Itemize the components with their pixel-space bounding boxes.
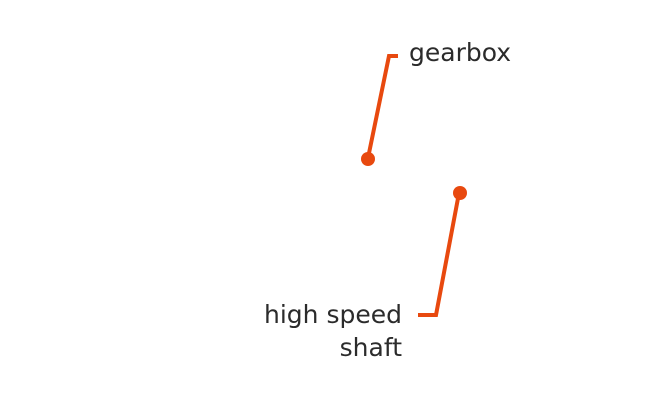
gearbox-anchor-dot [361, 152, 375, 166]
gearbox-label: gearbox [409, 38, 512, 67]
high-speed-shaft-label-line1: high speed [264, 300, 402, 329]
shaft-anchor-dot [453, 186, 467, 200]
shaft-leader-line [418, 192, 461, 317]
high-speed-shaft-label-line2: shaft [339, 333, 402, 362]
high-speed-shaft-label: high speed shaft [264, 298, 402, 364]
gearbox-leader-line [366, 54, 398, 159]
